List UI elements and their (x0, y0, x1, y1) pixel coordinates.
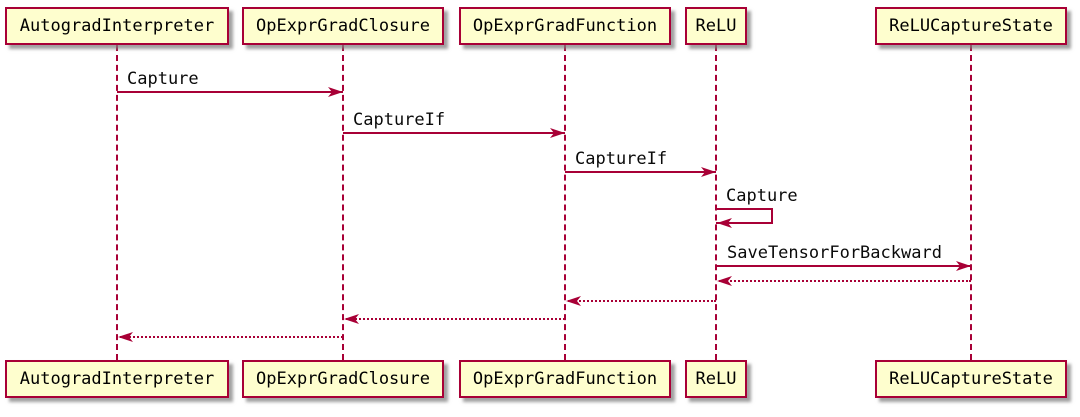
participant-bottom-relucapturestate: ReLUCaptureState (875, 360, 1067, 398)
participant-bottom-opexprgradfunction: OpExprGradFunction (459, 360, 671, 398)
participant-top-relu: ReLU (685, 7, 747, 45)
participant-top-opexprgradclosure: OpExprGradClosure (242, 7, 444, 45)
return-line-1 (719, 280, 971, 282)
arrowhead-left-icon (566, 296, 581, 306)
message-line-captureif-2 (565, 171, 716, 173)
message-label-captureif-2: CaptureIf (575, 149, 668, 169)
arrowhead-left-icon (118, 332, 133, 342)
message-label-capture-self: Capture (726, 186, 798, 206)
message-line-savetensorforbackward (717, 265, 971, 267)
arrowhead-left-icon (717, 218, 732, 228)
lifeline-relucapturestate (970, 45, 972, 360)
participant-bottom-autogradinterpreter: AutogradInterpreter (5, 360, 229, 398)
arrowhead-right-icon (550, 128, 565, 138)
return-line-4 (120, 336, 343, 338)
participant-top-opexprgradfunction: OpExprGradFunction (459, 7, 671, 45)
self-message-loop (716, 208, 773, 224)
message-line-captureif-1 (343, 132, 565, 134)
participant-top-relucapturestate: ReLUCaptureState (875, 7, 1067, 45)
lifeline-opexprgradfunction (564, 45, 566, 360)
arrowhead-left-icon (717, 276, 732, 286)
arrowhead-right-icon (328, 87, 343, 97)
return-line-2 (568, 300, 716, 302)
arrowhead-left-icon (344, 314, 359, 324)
arrowhead-right-icon (701, 167, 716, 177)
participant-bottom-relu: ReLU (685, 360, 747, 398)
message-label-captureif-1: CaptureIf (353, 110, 446, 130)
message-label-savetensorforbackward: SaveTensorForBackward (727, 243, 942, 263)
message-line-capture-1 (117, 91, 343, 93)
message-label-capture-1: Capture (127, 69, 199, 89)
lifeline-relu (715, 45, 717, 360)
lifeline-autogradinterpreter (116, 45, 118, 360)
participant-bottom-opexprgradclosure: OpExprGradClosure (242, 360, 444, 398)
return-line-3 (346, 318, 565, 320)
lifeline-opexprgradclosure (342, 45, 344, 360)
participant-top-autogradinterpreter: AutogradInterpreter (5, 7, 229, 45)
arrowhead-right-icon (956, 261, 971, 271)
